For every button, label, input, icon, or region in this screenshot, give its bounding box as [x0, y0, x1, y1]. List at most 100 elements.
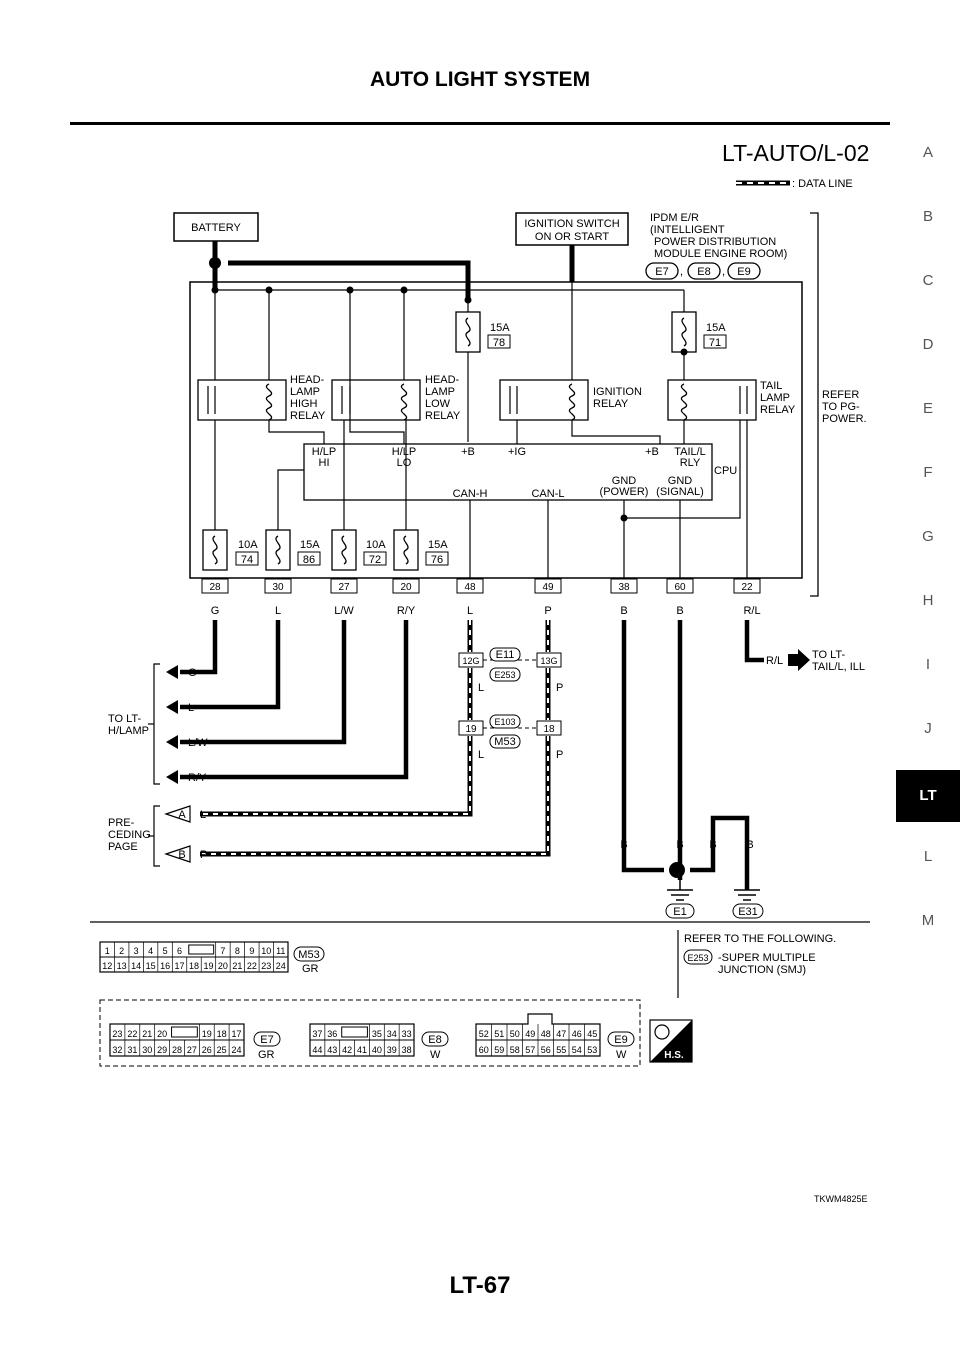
connector-pin: 60: [479, 1045, 489, 1055]
refer-bracket: [810, 212, 819, 597]
connector-pin: 48: [541, 1029, 551, 1039]
joint-connector: M53: [494, 736, 515, 748]
connector-pin: 22: [247, 961, 257, 971]
preceding-page-label: CEDING: [108, 829, 151, 841]
connector-pin: 12: [102, 961, 112, 971]
svg-text:GND: GND: [668, 475, 693, 487]
connector-name: E7: [260, 1034, 273, 1046]
connector-pin: 40: [372, 1045, 382, 1055]
svg-text:TAIL: TAIL: [760, 380, 782, 392]
ipdm-title: POWER DISTRIBUTION: [654, 236, 776, 248]
svg-text:LO: LO: [397, 457, 412, 469]
ipdm-connector: E9: [737, 266, 750, 278]
side-index-item[interactable]: L: [923, 848, 933, 865]
wire-color: B: [620, 839, 627, 851]
connector-pin: 34: [387, 1029, 397, 1039]
connector-pin: 9: [249, 946, 254, 956]
connector-pin: 27: [187, 1045, 197, 1055]
side-index-item-active[interactable]: LT: [896, 770, 960, 822]
fuse-num: 76: [431, 554, 443, 566]
side-index-item[interactable]: E: [922, 400, 933, 417]
connector-pin: 23: [112, 1029, 122, 1039]
side-index-item[interactable]: B: [922, 208, 933, 225]
side-index-item[interactable]: J: [924, 720, 932, 737]
connector-pin: 2: [119, 946, 124, 956]
connector-pin: 42: [342, 1045, 352, 1055]
svg-text:HIGH: HIGH: [290, 398, 318, 410]
side-index-item[interactable]: G: [922, 528, 934, 545]
ground-symbol: [667, 880, 760, 901]
joint-connector: E253: [494, 670, 515, 680]
connector-pin: 8: [235, 946, 240, 956]
joint-pin: 13G: [540, 656, 557, 666]
refer-text: -SUPER MULTIPLE: [718, 952, 816, 964]
wire-color: P: [200, 849, 207, 861]
side-index-item[interactable]: M: [921, 912, 935, 929]
side-index-item[interactable]: C: [922, 272, 934, 289]
connector-lock-tab: [341, 1026, 368, 1038]
connector-pin: 23: [261, 961, 271, 971]
connector-pin: 52: [479, 1029, 489, 1039]
svg-text:HI: HI: [319, 457, 330, 469]
terminal-pin: 30: [272, 582, 284, 593]
connector-pin: 30: [142, 1045, 152, 1055]
wire-color: L: [188, 702, 194, 714]
side-index-item[interactable]: D: [922, 336, 934, 353]
ignition-switch-label: ON OR START: [535, 231, 609, 243]
side-index-item[interactable]: H: [922, 592, 934, 609]
svg-text:TAIL/L: TAIL/L: [674, 446, 706, 458]
connector-pin: 18: [189, 961, 199, 971]
connector-pin: 1: [105, 946, 110, 956]
side-index-item[interactable]: F: [923, 464, 933, 481]
fuse-amp: 15A: [706, 322, 726, 334]
terminal-pin: 20: [400, 582, 412, 593]
wire-color: B: [676, 839, 683, 851]
fuse-74: 10A 74: [202, 529, 259, 571]
fuse-amp: 15A: [428, 539, 448, 551]
connector-pin: 43: [327, 1045, 337, 1055]
side-index-item[interactable]: A: [922, 144, 933, 161]
ipdm-connector-frame: [99, 999, 641, 1067]
ipdm-enclosure: [189, 281, 803, 579]
svg-text:,: ,: [722, 266, 725, 278]
fuse-amp: 15A: [490, 322, 510, 334]
connector-pin: 37: [312, 1029, 322, 1039]
wire-color: P: [556, 682, 563, 694]
svg-text:H/LP: H/LP: [312, 446, 336, 458]
connector-pin: 3: [134, 946, 139, 956]
joint-connector: E11: [496, 649, 515, 661]
side-index-item[interactable]: I: [925, 656, 931, 673]
connector-color: W: [616, 1049, 627, 1061]
connector-pin: 50: [510, 1029, 520, 1039]
terminal-pin: 38: [618, 582, 630, 593]
ground-connector: E1: [673, 906, 686, 918]
fuse-num: 72: [369, 554, 381, 566]
preceding-page-label: PAGE: [108, 841, 138, 853]
fuse-86: 15A 86: [265, 529, 321, 571]
tail-destination: TO LT-: [812, 649, 846, 661]
svg-text:LAMP: LAMP: [425, 386, 455, 398]
tail-destination: TAIL/L, ILL: [812, 661, 865, 673]
wire-color: L: [275, 605, 281, 617]
connector-pin: 33: [402, 1029, 412, 1039]
connector-pin: 24: [232, 1045, 242, 1055]
data-line-legend: : DATA LINE: [736, 178, 853, 190]
svg-text:H/LP: H/LP: [392, 446, 416, 458]
battery-box: [173, 212, 259, 242]
header-rule: [70, 122, 890, 125]
page-link-b: B: [178, 849, 185, 861]
fuse-71: 15A 71: [671, 311, 727, 353]
wire-color: L/W: [334, 605, 354, 617]
wire-color: L: [200, 809, 206, 821]
connector-pin: 59: [494, 1045, 504, 1055]
connector-pin: 7: [220, 946, 225, 956]
connector-pin: 46: [572, 1029, 582, 1039]
connector-pin: 25: [217, 1045, 227, 1055]
connector-pin: 21: [232, 961, 242, 971]
svg-text:+IG: +IG: [508, 446, 526, 458]
figure-id: TKWM4825E: [814, 1194, 868, 1204]
svg-text:HEAD-: HEAD-: [425, 374, 460, 386]
connector-color: W: [430, 1049, 441, 1061]
